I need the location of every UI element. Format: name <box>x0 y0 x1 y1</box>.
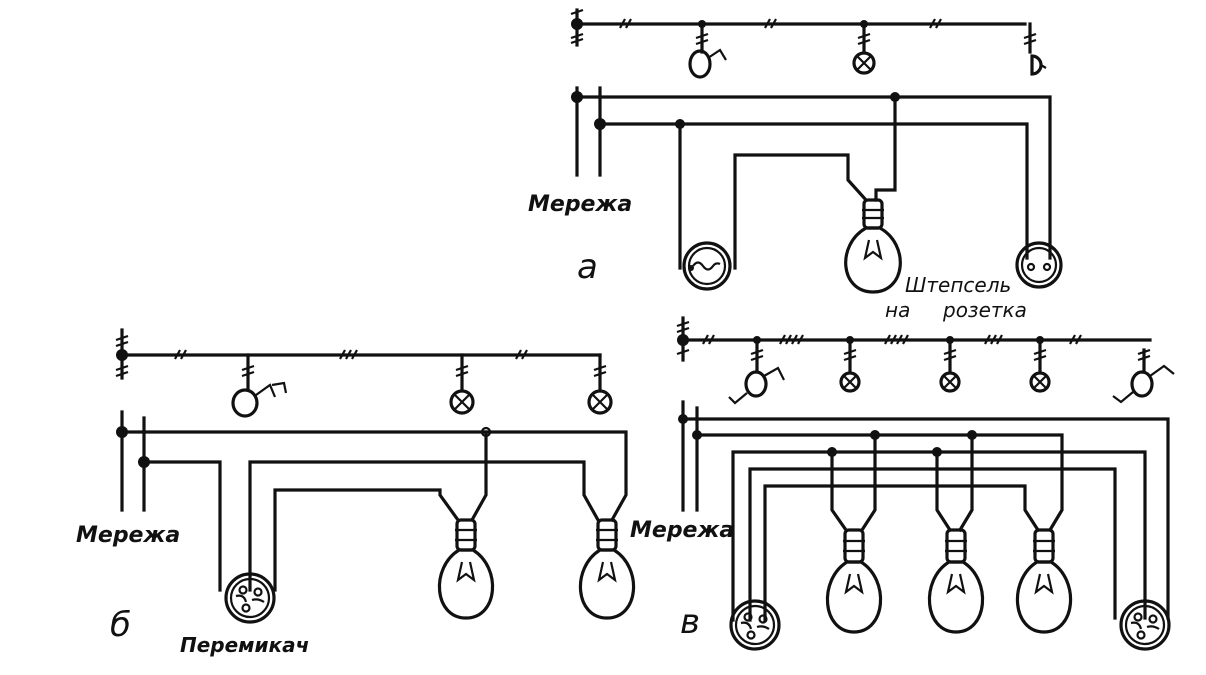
panel-c-network-label: Мережа <box>630 518 734 543</box>
panel-b-single-line-schematic <box>115 328 613 418</box>
panel-b-switch-icon <box>224 572 276 624</box>
panel-b: Мережа б Перемикач <box>76 328 636 657</box>
panel-a-socket-symbol-icon <box>1030 54 1043 76</box>
panel-c-lamp-symbol-2-icon <box>939 371 961 393</box>
panel-b-lamp-symbol-1-icon <box>449 389 475 415</box>
panel-b-wiring <box>116 410 628 592</box>
panel-a-lamp-symbol-icon <box>852 51 876 75</box>
panel-c-switch-left-icon <box>729 599 781 651</box>
panel-b-lamp-symbol-2-icon <box>587 389 613 415</box>
panel-a-switch-symbol-icon <box>688 49 712 79</box>
panel-a: Мережа а Штепсель на розетка <box>528 8 1063 322</box>
panel-c-lamp-symbol-1-icon <box>839 371 861 393</box>
panel-b-lamp-1-icon <box>437 518 495 620</box>
panel-a-socket-label-line1: Штепсель <box>905 273 1011 297</box>
panel-a-socket-label-on: на <box>885 298 910 322</box>
panel-c: Мережа в <box>630 316 1175 651</box>
panel-a-switch-icon <box>682 241 732 291</box>
panel-c-switch-symbol-right-icon <box>1130 370 1154 398</box>
panel-a-letter: а <box>577 247 598 287</box>
panel-c-single-line-schematic <box>676 316 1175 405</box>
panel-b-switch-symbol-icon <box>231 388 259 418</box>
panel-c-switch-right-icon <box>1119 599 1171 651</box>
panel-c-lamp-2-icon <box>927 528 985 634</box>
panel-b-network-label: Мережа <box>76 523 180 548</box>
panel-a-network-label: Мережа <box>528 192 632 217</box>
panel-c-lamp-symbol-3-icon <box>1029 371 1051 393</box>
panel-a-single-line-schematic <box>570 8 1047 79</box>
panel-a-socket-label-socket: розетка <box>942 298 1027 322</box>
panel-c-switch-symbol-left-icon <box>744 370 768 398</box>
panel-b-lamp-2-icon <box>578 518 636 620</box>
panel-c-lamp-3-icon <box>1015 528 1073 634</box>
panel-b-switch-label: Перемикач <box>180 633 309 657</box>
panel-a-lamp-icon <box>844 198 902 294</box>
panel-c-lamp-1-icon <box>825 528 883 634</box>
panel-a-socket-icon <box>1015 241 1063 289</box>
panel-c-wiring <box>678 400 1170 622</box>
panel-b-letter: б <box>110 605 131 645</box>
panel-c-letter: в <box>680 602 700 642</box>
panel-a-wiring <box>571 86 1052 270</box>
